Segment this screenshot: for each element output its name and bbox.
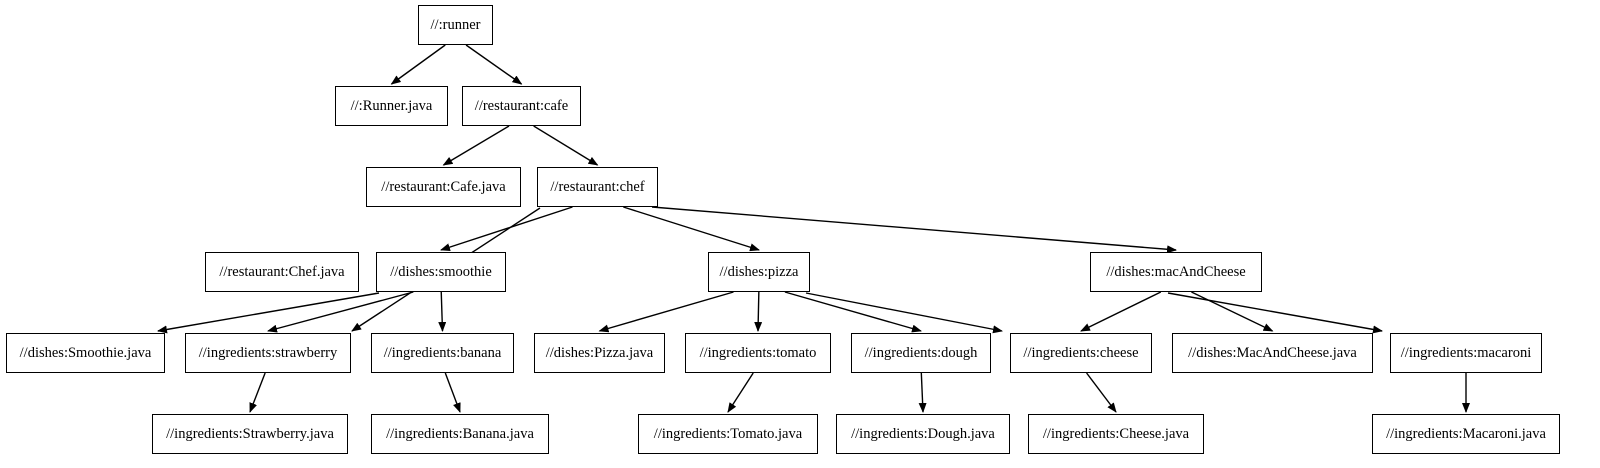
graph-node-label: //restaurant:Chef.java (219, 263, 345, 280)
graph-node-label: //restaurant:cafe (474, 97, 569, 114)
graph-node-ing_tomato_java[interactable]: //ingredients:Tomato.java (638, 414, 818, 454)
graph-node-runner[interactable]: //:runner (418, 5, 493, 45)
graph-node-label: //dishes:Smoothie.java (19, 344, 152, 361)
graph-node-label: //dishes:macAndCheese (1106, 263, 1246, 280)
graph-node-dishes_smoothie[interactable]: //dishes:smoothie (376, 252, 506, 292)
graph-node-ing_banana[interactable]: //ingredients:banana (371, 333, 514, 373)
graph-node-label: //ingredients:Strawberry.java (166, 425, 334, 442)
graph-node-label: //:Runner.java (350, 97, 433, 114)
graph-node-ing_dough_java[interactable]: //ingredients:Dough.java (836, 414, 1010, 454)
graph-node-ing_tomato[interactable]: //ingredients:tomato (685, 333, 831, 373)
graph-node-label: //dishes:MacAndCheese.java (1188, 344, 1357, 361)
graph-node-label: //ingredients:Macaroni.java (1386, 425, 1546, 442)
graph-node-ing_strawberry[interactable]: //ingredients:strawberry (185, 333, 351, 373)
graph-node-label: //ingredients:Cheese.java (1042, 425, 1190, 442)
graph-node-label: //restaurant:Cafe.java (381, 178, 506, 195)
graph-node-dishes_smoothie_java[interactable]: //dishes:Smoothie.java (6, 333, 165, 373)
graph-node-label: //ingredients:Dough.java (851, 425, 995, 442)
graph-node-dishes_macandcheese[interactable]: //dishes:macAndCheese (1090, 252, 1262, 292)
graph-node-restaurant_cafe[interactable]: //restaurant:cafe (462, 86, 581, 126)
graph-node-dishes_macandcheese_java[interactable]: //dishes:MacAndCheese.java (1172, 333, 1373, 373)
graph-node-label: //ingredients:Tomato.java (653, 425, 803, 442)
graph-node-ing_cheese[interactable]: //ingredients:cheese (1010, 333, 1152, 373)
graph-node-label: //ingredients:dough (864, 344, 978, 361)
graph-node-label: //ingredients:macaroni (1400, 344, 1532, 361)
graph-node-ing_banana_java[interactable]: //ingredients:Banana.java (371, 414, 549, 454)
graph-node-label: //ingredients:tomato (699, 344, 817, 361)
graph-node-label: //dishes:pizza (719, 263, 799, 280)
graph-node-label: //ingredients:Banana.java (386, 425, 534, 442)
graph-node-restaurant_chef[interactable]: //restaurant:chef (537, 167, 658, 207)
graph-node-label: //dishes:smoothie (390, 263, 492, 280)
graph-node-restaurant_chef_java[interactable]: //restaurant:Chef.java (205, 252, 359, 292)
graph-node-dishes_pizza_java[interactable]: //dishes:Pizza.java (534, 333, 665, 373)
graph-node-ing_strawberry_java[interactable]: //ingredients:Strawberry.java (152, 414, 348, 454)
graph-node-label: //ingredients:strawberry (198, 344, 338, 361)
graph-node-ing_macaroni[interactable]: //ingredients:macaroni (1390, 333, 1542, 373)
graph-node-runner_java[interactable]: //:Runner.java (335, 86, 448, 126)
graph-node-dishes_pizza[interactable]: //dishes:pizza (708, 252, 810, 292)
graph-node-ing_dough[interactable]: //ingredients:dough (851, 333, 991, 373)
graph-node-label: //ingredients:cheese (1023, 344, 1139, 361)
graph-node-ing_cheese_java[interactable]: //ingredients:Cheese.java (1028, 414, 1204, 454)
graph-node-label: //:runner (430, 16, 481, 33)
graph-node-label: //dishes:Pizza.java (545, 344, 654, 361)
graph-node-restaurant_cafe_java[interactable]: //restaurant:Cafe.java (366, 167, 521, 207)
graph-node-label: //ingredients:banana (383, 344, 502, 361)
graph-node-ing_macaroni_java[interactable]: //ingredients:Macaroni.java (1372, 414, 1560, 454)
graph-node-label: //restaurant:chef (550, 178, 645, 195)
